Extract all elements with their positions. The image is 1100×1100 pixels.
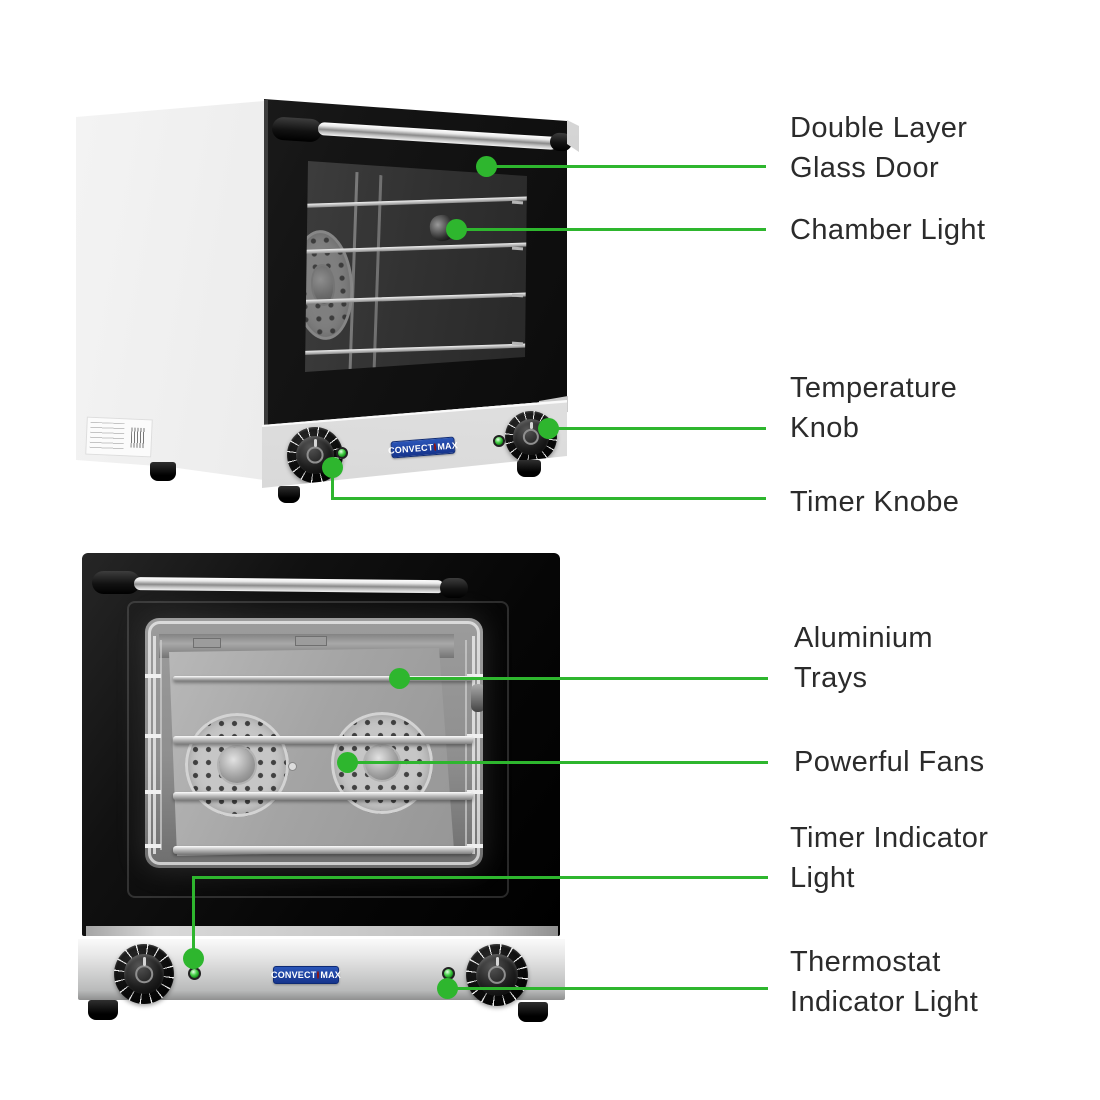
door-handle-cap-right: [440, 578, 468, 598]
thermostat-indicator-light: [493, 435, 505, 447]
side-rail-left: [160, 640, 162, 850]
annotation-dot: [183, 948, 204, 969]
annotation-line: [456, 228, 766, 231]
annotation-dot: [337, 752, 358, 773]
label-line: Knob: [790, 412, 860, 444]
brand-text-suffix: MAX: [320, 970, 342, 980]
oven-foot: [278, 486, 300, 503]
oven-tray-rack: [173, 736, 473, 744]
annotation-label: Double Layer Glass Door: [790, 108, 967, 188]
door-handle-cap-left: [92, 571, 140, 594]
annotation-label: Timer Indicator Light: [790, 818, 988, 898]
oven-chamber: [145, 618, 483, 868]
rail-bracket: [145, 674, 161, 678]
label-line: Powerful Fans: [794, 746, 985, 778]
label-line: Indicator Light: [790, 986, 979, 1018]
annotation-dot: [389, 668, 410, 689]
timer-indicator-light: [336, 447, 348, 459]
annotation-line: [331, 467, 334, 500]
label-line: Double Layer: [790, 112, 968, 144]
oven-foot: [150, 462, 176, 481]
oven-foot: [518, 1002, 548, 1022]
oven-tray-rack: [173, 846, 473, 854]
rail-bracket: [145, 734, 161, 738]
annotation-label: Aluminium Trays: [794, 618, 933, 698]
annotation-line: [331, 497, 766, 500]
brand-text-prefix: CONVECT: [271, 970, 317, 980]
label-line: Glass Door: [790, 152, 940, 184]
annotation-line: [399, 677, 768, 680]
chamber-wire-frame: [148, 621, 480, 865]
side-rail-right: [472, 636, 475, 854]
oven-tray-rack: [173, 792, 473, 800]
annotation-dot: [476, 156, 497, 177]
label-line: Timer Indicator: [790, 822, 989, 854]
logo-o-icon: [317, 971, 320, 979]
annotation-line: [447, 987, 768, 990]
annotation-dot: [538, 418, 559, 439]
label-line: Aluminium: [794, 622, 933, 654]
annotation-label: Chamber Light: [790, 210, 985, 250]
annotation-line: [192, 876, 195, 958]
label-line: Trays: [794, 662, 868, 694]
annotation-label: Thermostat Indicator Light: [790, 942, 978, 1022]
annotation-label: Temperature Knob: [790, 368, 957, 448]
panel-edge-highlight: [78, 936, 565, 939]
fan-center-screw: [288, 762, 297, 771]
annotation-line: [486, 165, 766, 168]
rail-bracket: [467, 734, 483, 738]
rail-bracket: [145, 790, 161, 794]
tray-bracket: [193, 638, 221, 648]
oven-foot: [517, 460, 541, 477]
label-line: Thermostat: [790, 946, 941, 978]
label-line: Temperature: [790, 372, 958, 404]
tray-bracket: [295, 636, 327, 646]
timer-knob: [124, 954, 164, 994]
annotation-dot: [437, 978, 458, 999]
oven-tray-rack: [173, 676, 473, 681]
rail-bracket: [145, 844, 161, 848]
annotation-label: Powerful Fans: [794, 742, 985, 782]
label-line: Timer Knobe: [790, 486, 960, 518]
annotation-line: [347, 761, 768, 764]
oven-foot: [88, 1000, 118, 1020]
annotation-line: [548, 427, 766, 430]
rail-bracket: [467, 790, 483, 794]
label-line: Light: [790, 862, 855, 894]
rail-bracket: [467, 844, 483, 848]
annotation-line: [192, 876, 768, 879]
rail-bracket: [467, 674, 483, 678]
annotation-dot: [446, 219, 467, 240]
annotation-label: Timer Knobe: [790, 482, 959, 522]
chamber-light-fixture: [471, 684, 483, 712]
side-rail-right: [465, 640, 467, 850]
door-bottom-trim: [86, 926, 558, 936]
side-rail-left: [153, 636, 156, 854]
label-line: Chamber Light: [790, 214, 986, 246]
door-window-outline: [127, 601, 509, 898]
annotation-dot: [322, 457, 343, 478]
